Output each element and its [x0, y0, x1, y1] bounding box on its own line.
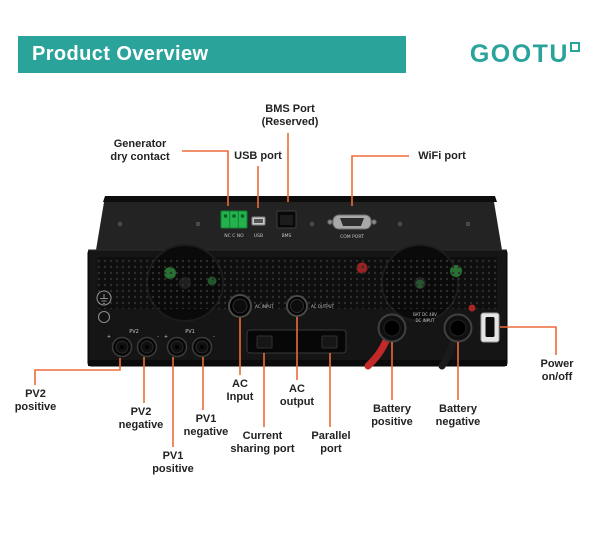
battery-negative-terminal: [438, 313, 473, 370]
ac-input-socket: AC INPUT: [228, 294, 274, 318]
line-pv2-positive: [34, 358, 121, 385]
brand-flag-icon: [570, 42, 580, 52]
panel-screws: [117, 221, 471, 227]
generator-terminal-block: NC C NO: [220, 210, 248, 239]
pv2-label: PV2: [129, 329, 139, 335]
bms-port-label: BMS: [282, 233, 292, 239]
battery-spec-label-1: BAT DC 48V: [413, 312, 437, 317]
callout-pv2-negative: PV2 negative: [118, 406, 164, 431]
battery-spec-label-2: DC INPUT: [415, 318, 435, 323]
power-switch: [468, 304, 500, 343]
ac-output-socket-label: AC OUTPUT: [311, 304, 335, 309]
callout-pv1-negative: PV1 negative: [183, 413, 229, 438]
usb-port: USB: [251, 216, 266, 239]
pv-connectors: + PV2 - + PV1 -: [107, 329, 215, 358]
pv2-plus-mark: +: [107, 334, 111, 340]
callout-current-sharing-port: Current sharing port: [230, 430, 295, 455]
pv1-negative-connector: [191, 336, 213, 358]
ac-input-socket-label: AC INPUT: [255, 304, 274, 309]
com-port-label: COM PORT: [340, 234, 364, 240]
pv1-plus-mark: +: [164, 334, 168, 340]
indicator-sticker: [468, 304, 476, 312]
brand-logo: GOOTU: [470, 40, 580, 69]
line-power-on-off: [500, 326, 557, 355]
current-sharing-port: [256, 335, 273, 349]
battery-positive-terminal: [364, 313, 407, 370]
pv1-positive-connector: [166, 336, 188, 358]
callout-power-on-off: Power on/off: [540, 358, 574, 383]
parallel-port: [321, 335, 338, 349]
callout-battery-negative: Battery negative: [435, 403, 481, 428]
callout-pv2-positive: PV2 positive: [14, 388, 57, 413]
callout-bms-port: BMS Port (Reserved): [261, 103, 319, 128]
callout-parallel-port: Parallel port: [311, 430, 351, 455]
callout-wifi-port: WiFi port: [418, 150, 466, 162]
page-title: Product Overview: [18, 36, 406, 73]
callout-ac-output: AC output: [279, 383, 315, 408]
pv2-positive-connector: [111, 336, 133, 358]
bms-port: BMS: [276, 210, 297, 239]
com-port: COM PORT: [327, 214, 377, 240]
callout-pv1-positive: PV1 positive: [152, 450, 194, 475]
callout-ac-input: AC Input: [226, 378, 254, 403]
pv1-minus-mark: -: [213, 334, 215, 340]
inverter-rear-panel: NC C NO USB BMS COM PORT: [87, 196, 508, 370]
ground-symbol: [96, 290, 112, 324]
terminal-block-label: NC C NO: [224, 233, 244, 239]
device-top-face: [96, 202, 502, 250]
callout-lines: [34, 133, 557, 447]
callout-battery-positive: Battery positive: [371, 403, 413, 428]
pv1-label: PV1: [185, 329, 195, 335]
pv2-negative-connector: [136, 336, 158, 358]
line-generator-dry-contact: [182, 150, 229, 206]
callout-usb-port: USB port: [234, 150, 282, 162]
line-wifi-port: [351, 155, 409, 206]
device-top-edge: [103, 196, 497, 202]
callout-generator-dry-contact: Generator dry contact: [110, 138, 170, 163]
ac-output-socket: AC OUTPUT: [286, 295, 335, 317]
pv2-minus-mark: -: [157, 334, 159, 340]
usb-port-label: USB: [254, 233, 263, 239]
brand-logo-text: GOOTU: [469, 40, 569, 68]
